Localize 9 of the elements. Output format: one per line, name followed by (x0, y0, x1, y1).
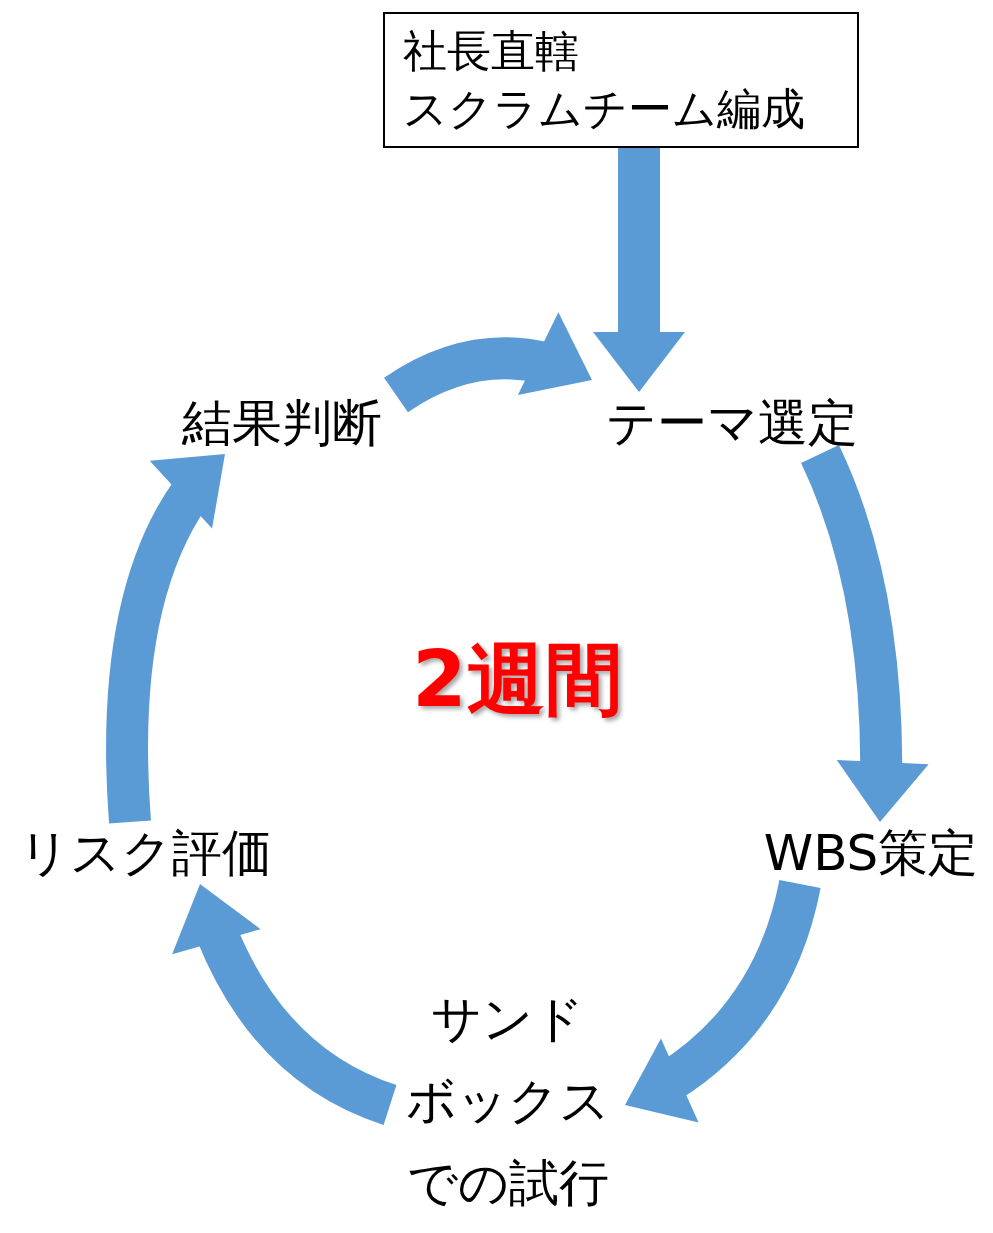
step-label: 結果判断 (168, 392, 396, 454)
step-label: テーマ選定 (592, 392, 872, 454)
step-label: サンドボックスでの試行 (390, 978, 625, 1224)
step-label: WBS策定 (752, 822, 990, 884)
duration-label: 2週間 (411, 633, 624, 726)
arrow (800, 445, 928, 823)
arrow (593, 148, 685, 392)
step-label: リスク評価 (6, 822, 284, 884)
team-box: 社長直轄スクラムチーム編成 (383, 12, 859, 148)
